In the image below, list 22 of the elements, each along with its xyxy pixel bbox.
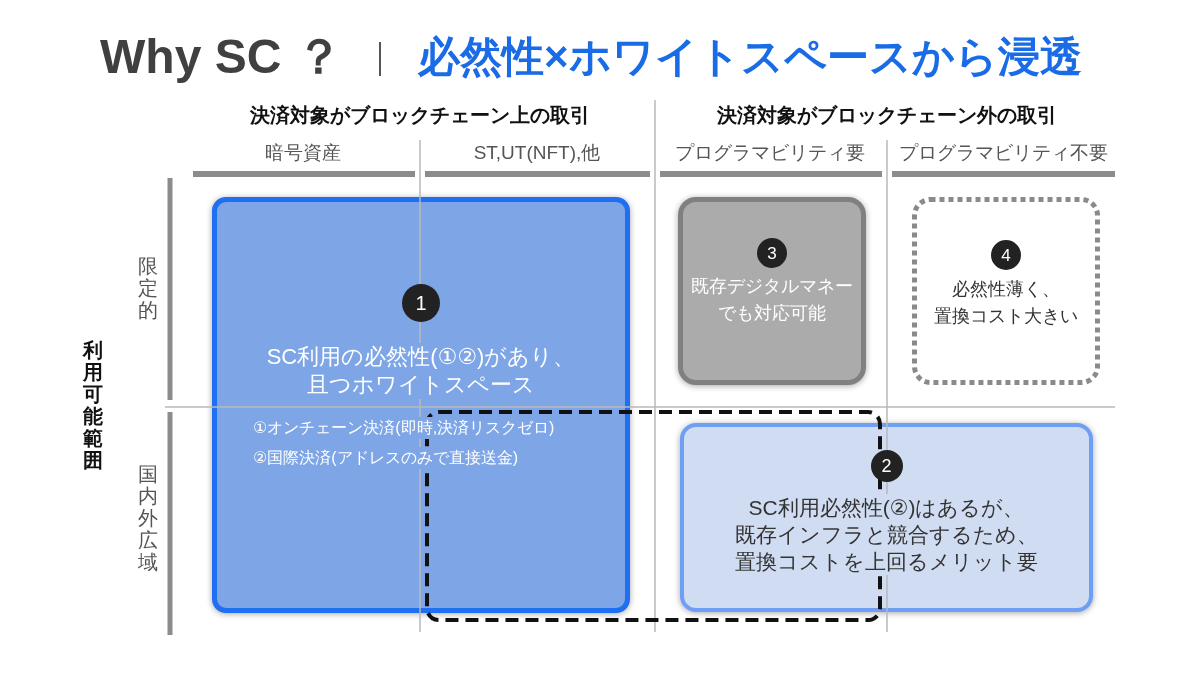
axis-title: 利用可能範囲 <box>83 339 103 471</box>
column-header: プログラマビリティ要 <box>675 141 865 165</box>
column-group-header: 決済対象がブロックチェーン外の取引 <box>717 102 1057 128</box>
number-badge: 1 <box>402 284 440 322</box>
quadrant-panel <box>212 197 630 613</box>
quadrant-panel <box>680 423 1093 612</box>
page-subtitle: 必然性×ホワイトスペースから浸透 <box>418 32 1082 82</box>
row-header: 国内外広域 <box>138 463 158 573</box>
number-badge: 3 <box>757 238 787 268</box>
page-title: Why SC ？ <box>100 29 343 85</box>
quadrant-panel <box>678 197 866 385</box>
row-header: 限定的 <box>138 255 158 321</box>
column-header: ST,UT(NFT),他 <box>473 141 601 165</box>
column-header: 暗号資産 <box>265 141 341 165</box>
panel-text: SC利用必然性(②)はあるが、既存インフラと競合するため、置換コストを上回るメリット要 <box>735 494 1038 575</box>
quadrant-panel <box>912 197 1100 385</box>
number-badge: 2 <box>870 450 903 482</box>
list-item: ①オンチェーン決済(即時,決済リスクゼロ) <box>253 417 555 439</box>
number-badge: 4 <box>991 240 1021 270</box>
column-header: プログラマビリティ不要 <box>898 141 1108 165</box>
column-group-header: 決済対象がブロックチェーン上の取引 <box>250 102 590 128</box>
list-item: ②国際決済(アドレスのみで直接送金) <box>253 447 518 469</box>
